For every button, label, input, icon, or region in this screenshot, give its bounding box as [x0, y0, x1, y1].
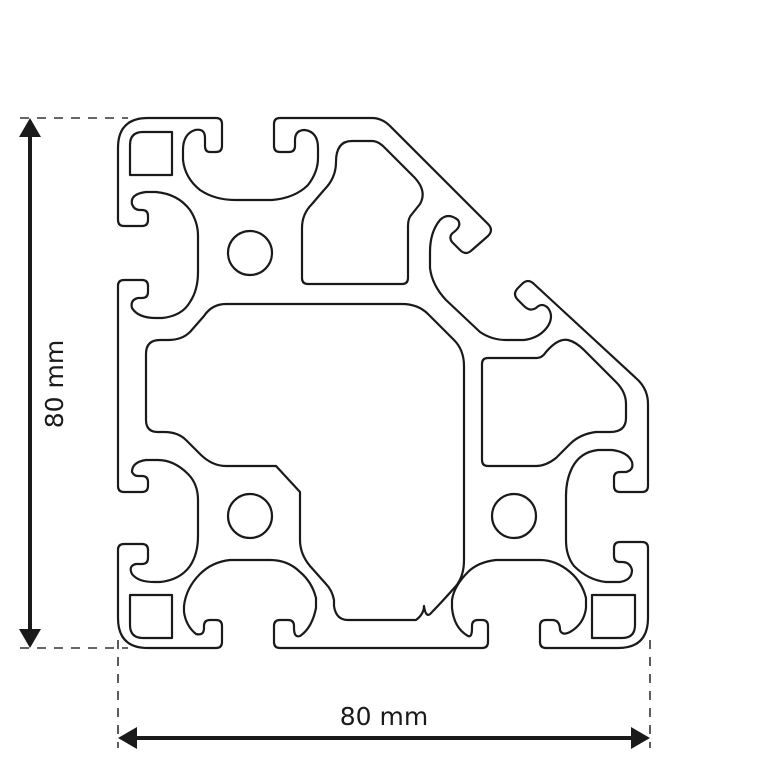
corner-cavity-bottom-right — [590, 593, 637, 640]
dimension-label-height: 80 mm — [40, 340, 69, 428]
dimension-label-width: 80 mm — [340, 702, 428, 731]
cavity-right — [480, 338, 628, 468]
cavity-central — [144, 302, 466, 622]
corner-cavity-bottom-left — [128, 593, 174, 640]
cavity-top — [300, 139, 424, 286]
core-hole-bottom-right — [490, 492, 538, 540]
arrow-up-icon — [19, 118, 41, 137]
profile-outer-contour — [116, 116, 650, 650]
arrow-right-icon — [631, 727, 650, 749]
core-hole-bottom-left — [226, 492, 274, 540]
corner-cavity-top-left — [128, 130, 174, 177]
arrow-left-icon — [118, 727, 137, 749]
arrow-down-icon — [19, 629, 41, 648]
core-hole-top-left — [226, 229, 274, 277]
